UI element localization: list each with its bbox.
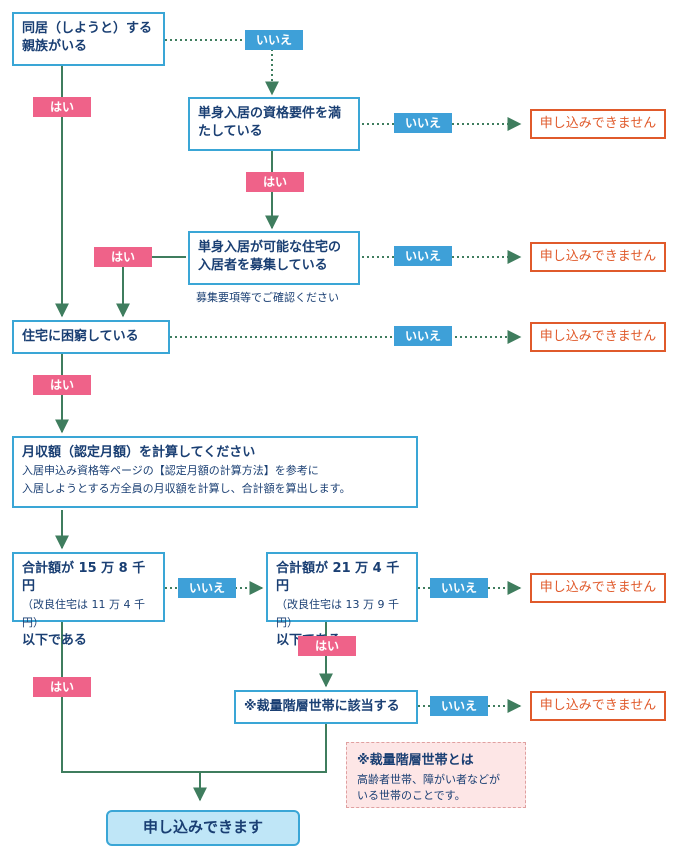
ng-box-5: 申し込みできません [530,691,666,721]
step-discretionary-household-text: ※裁量階層世帯に該当する [244,699,400,714]
no-tag-5: いいえ [178,578,236,598]
step-single-eligibility-text: 単身入居の資格要件を満たしている [198,106,342,139]
yes-tag-5: はい [33,677,91,697]
step-housing-need-text: 住宅に困窮している [22,329,139,344]
yes-tag-3: はい [94,247,152,267]
yes-tag-1: はい [33,97,91,117]
step-housing-need: 住宅に困窮している [12,320,170,354]
step-income-158-main: 合計額が 15 万 8 千円 [22,561,146,594]
step-calc-income-body-2: 入居しようとする方全員の月収額を計算し、合計額を算出します。 [22,482,351,495]
step-single-housing-recruiting-text: 単身入居が可能な住宅の入居者を募集している [198,240,342,273]
step-discretionary-household: ※裁量階層世帯に該当する [234,690,418,724]
discretionary-callout-title: ※裁量階層世帯とは [357,753,474,768]
step-income-214-sub: （改良住宅は 13 万 9 千円） [276,598,399,629]
step-cohabiting-relatives-text: 同居（しようと）する親族がいる [22,21,153,54]
no-tag-3: いいえ [394,246,452,266]
step-single-housing-note: 募集要項等でご確認ください [196,291,339,304]
no-tag-6: いいえ [430,578,488,598]
discretionary-callout-body-2: いる世帯のことです。 [357,789,466,802]
step-calc-income-title: 月収額（認定月額）を計算してください [22,445,256,460]
step-single-housing-recruiting: 単身入居が可能な住宅の入居者を募集している [188,231,360,285]
discretionary-callout: ※裁量階層世帯とは 高齢者世帯、障がい者などが いる世帯のことです。 [346,742,526,808]
yes-tag-2: はい [246,172,304,192]
step-income-214: 合計額が 21 万 4 千円 （改良住宅は 13 万 9 千円） 以下である [266,552,418,648]
yes-tag-6: はい [298,636,356,656]
step-calc-income: 月収額（認定月額）を計算してください 入居申込み資格等ページの【認定月額の計算方… [12,436,418,508]
step-income-158-sub: （改良住宅は 11 万 4 千円） [22,598,145,629]
ng-box-2: 申し込みできません [530,242,666,272]
ng-box-1: 申し込みできません [530,109,666,139]
yes-tag-4: はい [33,375,91,395]
no-tag-2: いいえ [394,113,452,133]
connector-s6-final [61,622,327,773]
no-tag-1: いいえ [245,30,303,50]
no-tag-7: いいえ [430,696,488,716]
discretionary-callout-body-1: 高齢者世帯、障がい者などが [357,773,500,786]
step-cohabiting-relatives: 同居（しようと）する親族がいる [12,12,165,66]
final-can-apply: 申し込みできます [106,810,300,846]
step-income-158: 合計額が 15 万 8 千円 （改良住宅は 11 万 4 千円） 以下である [12,552,165,648]
step-single-eligibility: 単身入居の資格要件を満たしている [188,97,360,151]
step-calc-income-body-1: 入居申込み資格等ページの【認定月額の計算方法】を参考に [22,464,319,477]
no-tag-4: いいえ [394,326,452,346]
step-income-158-tail: 以下である [22,633,87,648]
ng-box-4: 申し込みできません [530,573,666,603]
step-income-214-main: 合計額が 21 万 4 千円 [276,561,400,594]
ng-box-3: 申し込みできません [530,322,666,352]
